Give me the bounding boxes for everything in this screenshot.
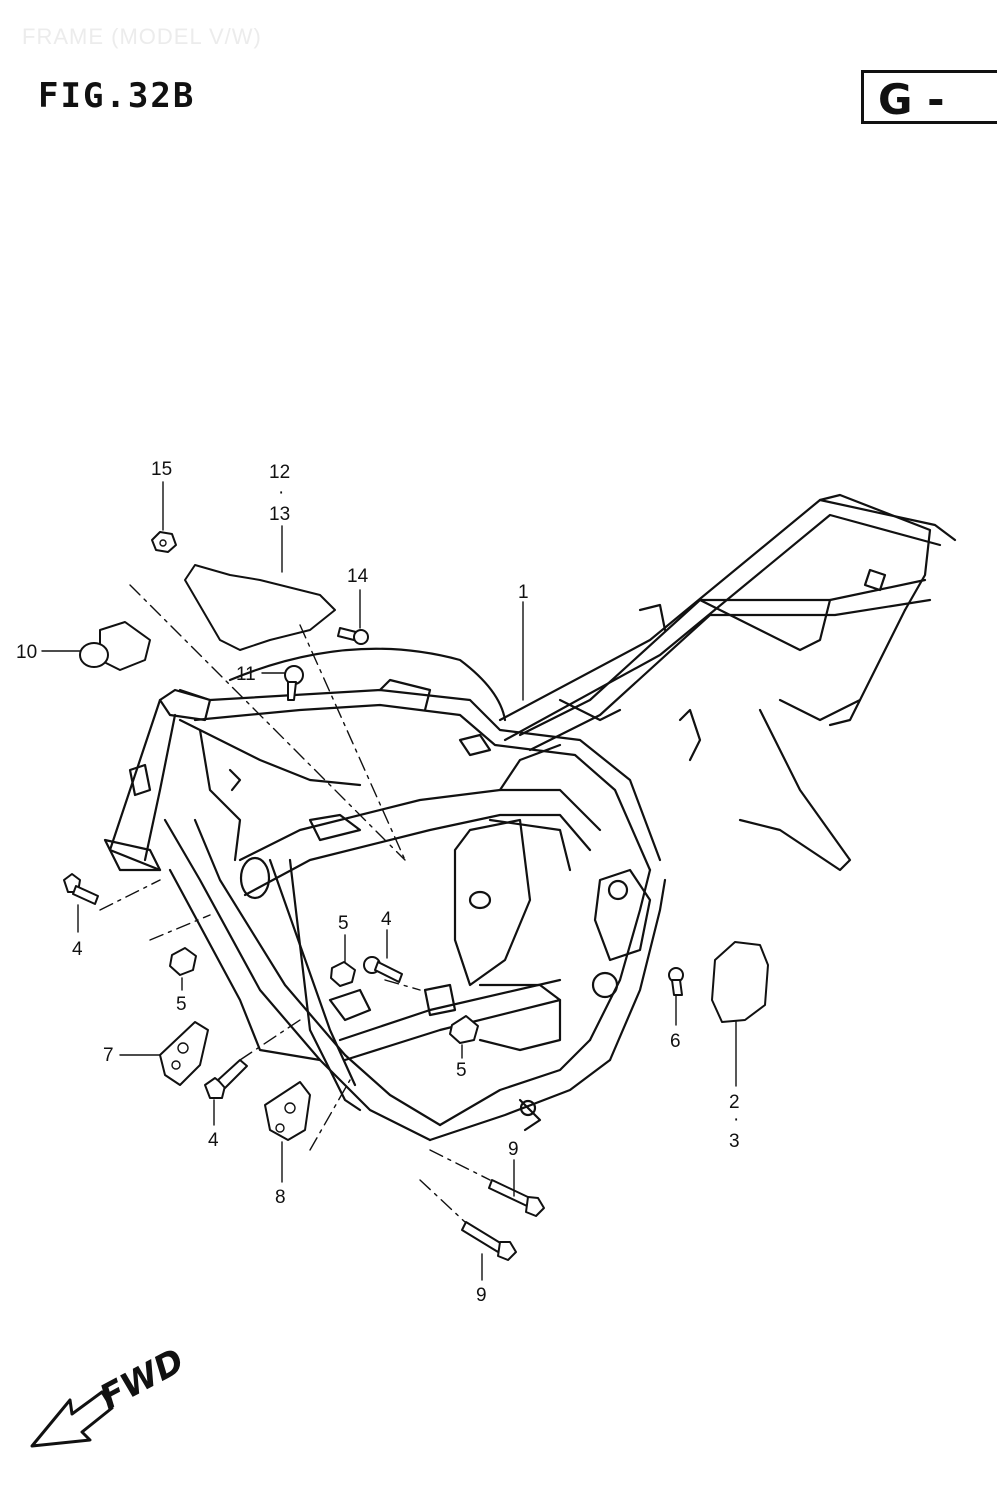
bracket-lower-part <box>264 1081 311 1141</box>
section-badge-label: G - <box>878 75 945 124</box>
bracket-left-part <box>159 1021 209 1086</box>
fwd-label: FWD <box>93 1341 190 1418</box>
callout-grommet: 15 <box>151 459 172 480</box>
bolt-lower-a-part <box>488 1179 545 1217</box>
callout-cover-c-dot: · <box>278 482 284 503</box>
leader-lines <box>41 481 737 1281</box>
callout-bolt-lower-b: 9 <box>476 1285 487 1306</box>
side-cover-part <box>711 941 769 1023</box>
screw-part <box>284 665 304 701</box>
frame-cover-part <box>184 564 336 651</box>
callout-cover-c: 12 <box>269 462 290 483</box>
callout-cap: 10 <box>16 642 37 663</box>
diagram-caption: FRAME (MODEL V/W) <box>22 24 262 49</box>
callout-bolt-lower-a: 9 <box>508 1139 519 1160</box>
bolt-lower-left-part <box>204 1059 248 1099</box>
figure-title: FIG.32B <box>38 76 196 116</box>
callout-bolt-upper-left: 4 <box>72 939 83 960</box>
nut-middle-part <box>330 961 356 987</box>
bolt-lower-b-part <box>461 1221 517 1261</box>
callout-nut-left: 5 <box>176 994 187 1015</box>
small-screw-part <box>337 627 369 645</box>
callout-bracket-lower: 8 <box>275 1187 286 1208</box>
callout-nut-lower: 5 <box>456 1060 467 1081</box>
bolt-upper-left-part <box>63 873 99 905</box>
clip-part <box>668 967 684 996</box>
grommet-part <box>151 531 177 553</box>
callout-small-screw: 14 <box>347 566 369 587</box>
callout-bracket-left: 7 <box>103 1045 114 1066</box>
callout-cover-a: 2 <box>729 1092 740 1113</box>
nut-left-part <box>169 947 197 976</box>
callout-cover-a-dot: · <box>733 1109 739 1130</box>
callout-cover-b: 3 <box>729 1131 740 1152</box>
section-badge: G - <box>861 70 997 124</box>
callout-bolt-middle: 4 <box>381 909 392 930</box>
callout-cover-d: 13 <box>269 504 290 525</box>
callout-clip: 6 <box>670 1031 681 1052</box>
bolt-middle-part <box>363 956 403 983</box>
callout-screw: 11 <box>236 664 256 685</box>
callout-nut-middle: 5 <box>338 913 349 934</box>
frame-body <box>103 493 957 1142</box>
frame-cap-part <box>79 621 151 671</box>
callout-frame: 1 <box>518 582 529 603</box>
fwd-arrow-icon <box>30 1390 114 1448</box>
nut-lower-part <box>449 1015 479 1044</box>
callout-bolt-lower-left: 4 <box>208 1130 219 1151</box>
